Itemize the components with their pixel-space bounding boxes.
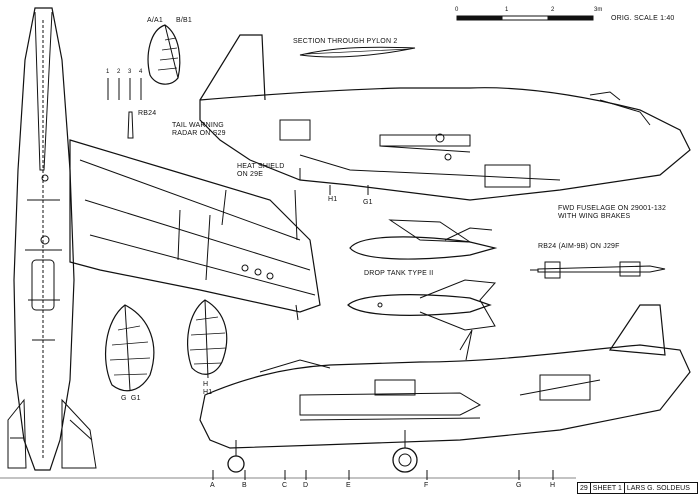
station-markers: [107, 78, 142, 139]
section-g-g1-label: G G1: [121, 395, 141, 402]
h1-label: H1: [328, 196, 338, 203]
scale-bar: [456, 15, 594, 21]
heat-shield-label: HEAT SHIELD ON 29E: [237, 163, 285, 178]
scale-note: ORIG. SCALE 1:40: [611, 15, 675, 22]
section-h-h1-label: H H1: [203, 381, 213, 396]
pylon-section-label: SECTION THROUGH PYLON 2: [293, 38, 398, 45]
station-4: 4: [139, 69, 143, 75]
title-separator: [623, 483, 625, 493]
section-bb-label: B/B1: [176, 17, 192, 24]
station-f: F: [424, 482, 429, 489]
title-separator: [589, 483, 591, 493]
wing-planform: [69, 139, 321, 321]
station-2: 2: [117, 69, 121, 75]
scale-tick-0: 0: [455, 7, 459, 13]
station-1: 1: [106, 69, 110, 75]
section-aa-label: A/A1: [147, 17, 163, 24]
station-c: C: [282, 482, 288, 489]
title-block: 29 SHEET 1 LARS G. SOLDEUS: [577, 482, 698, 494]
scale-tick-2: 2: [551, 7, 555, 13]
drop-tank-plan: [347, 279, 497, 331]
side-view-top: [199, 34, 691, 201]
author-name: LARS G. SOLDEUS: [626, 484, 690, 492]
drop-tank-label: DROP TANK TYPE II: [364, 270, 434, 277]
scale-tick-1: 1: [505, 7, 509, 13]
section-g-g1: [105, 304, 155, 392]
section-h-h1: [186, 299, 228, 379]
scale-tick-3m: 3m: [594, 7, 603, 13]
top-view: [7, 7, 97, 471]
drop-tank-side: [349, 219, 498, 260]
station-h: H: [550, 482, 556, 489]
sheet-number: 29: [580, 484, 588, 492]
wing-section-aa: [147, 24, 181, 85]
sheet-label: SHEET 1: [592, 484, 622, 492]
pylon-section: [299, 46, 416, 58]
tail-radar-label: TAIL WARNING RADAR ON S29: [172, 122, 226, 137]
bottom-station-ticks: [212, 470, 554, 480]
station-a: A: [210, 482, 215, 489]
station-b: B: [242, 482, 247, 489]
station-d: D: [303, 482, 309, 489]
side-view-bottom: [0, 304, 691, 479]
g1-label: G1: [363, 199, 373, 206]
station-g: G: [516, 482, 522, 489]
fwd-fuselage-label: FWD FUSELAGE ON 29001-132 WITH WING BRAK…: [558, 205, 667, 220]
station-e: E: [346, 482, 351, 489]
rb24-missile: [530, 261, 666, 279]
rb24-aim-label: RB24 (AIM-9B) ON J29F: [538, 243, 620, 250]
rb24-label: RB24: [138, 110, 157, 117]
station-3: 3: [128, 69, 132, 75]
